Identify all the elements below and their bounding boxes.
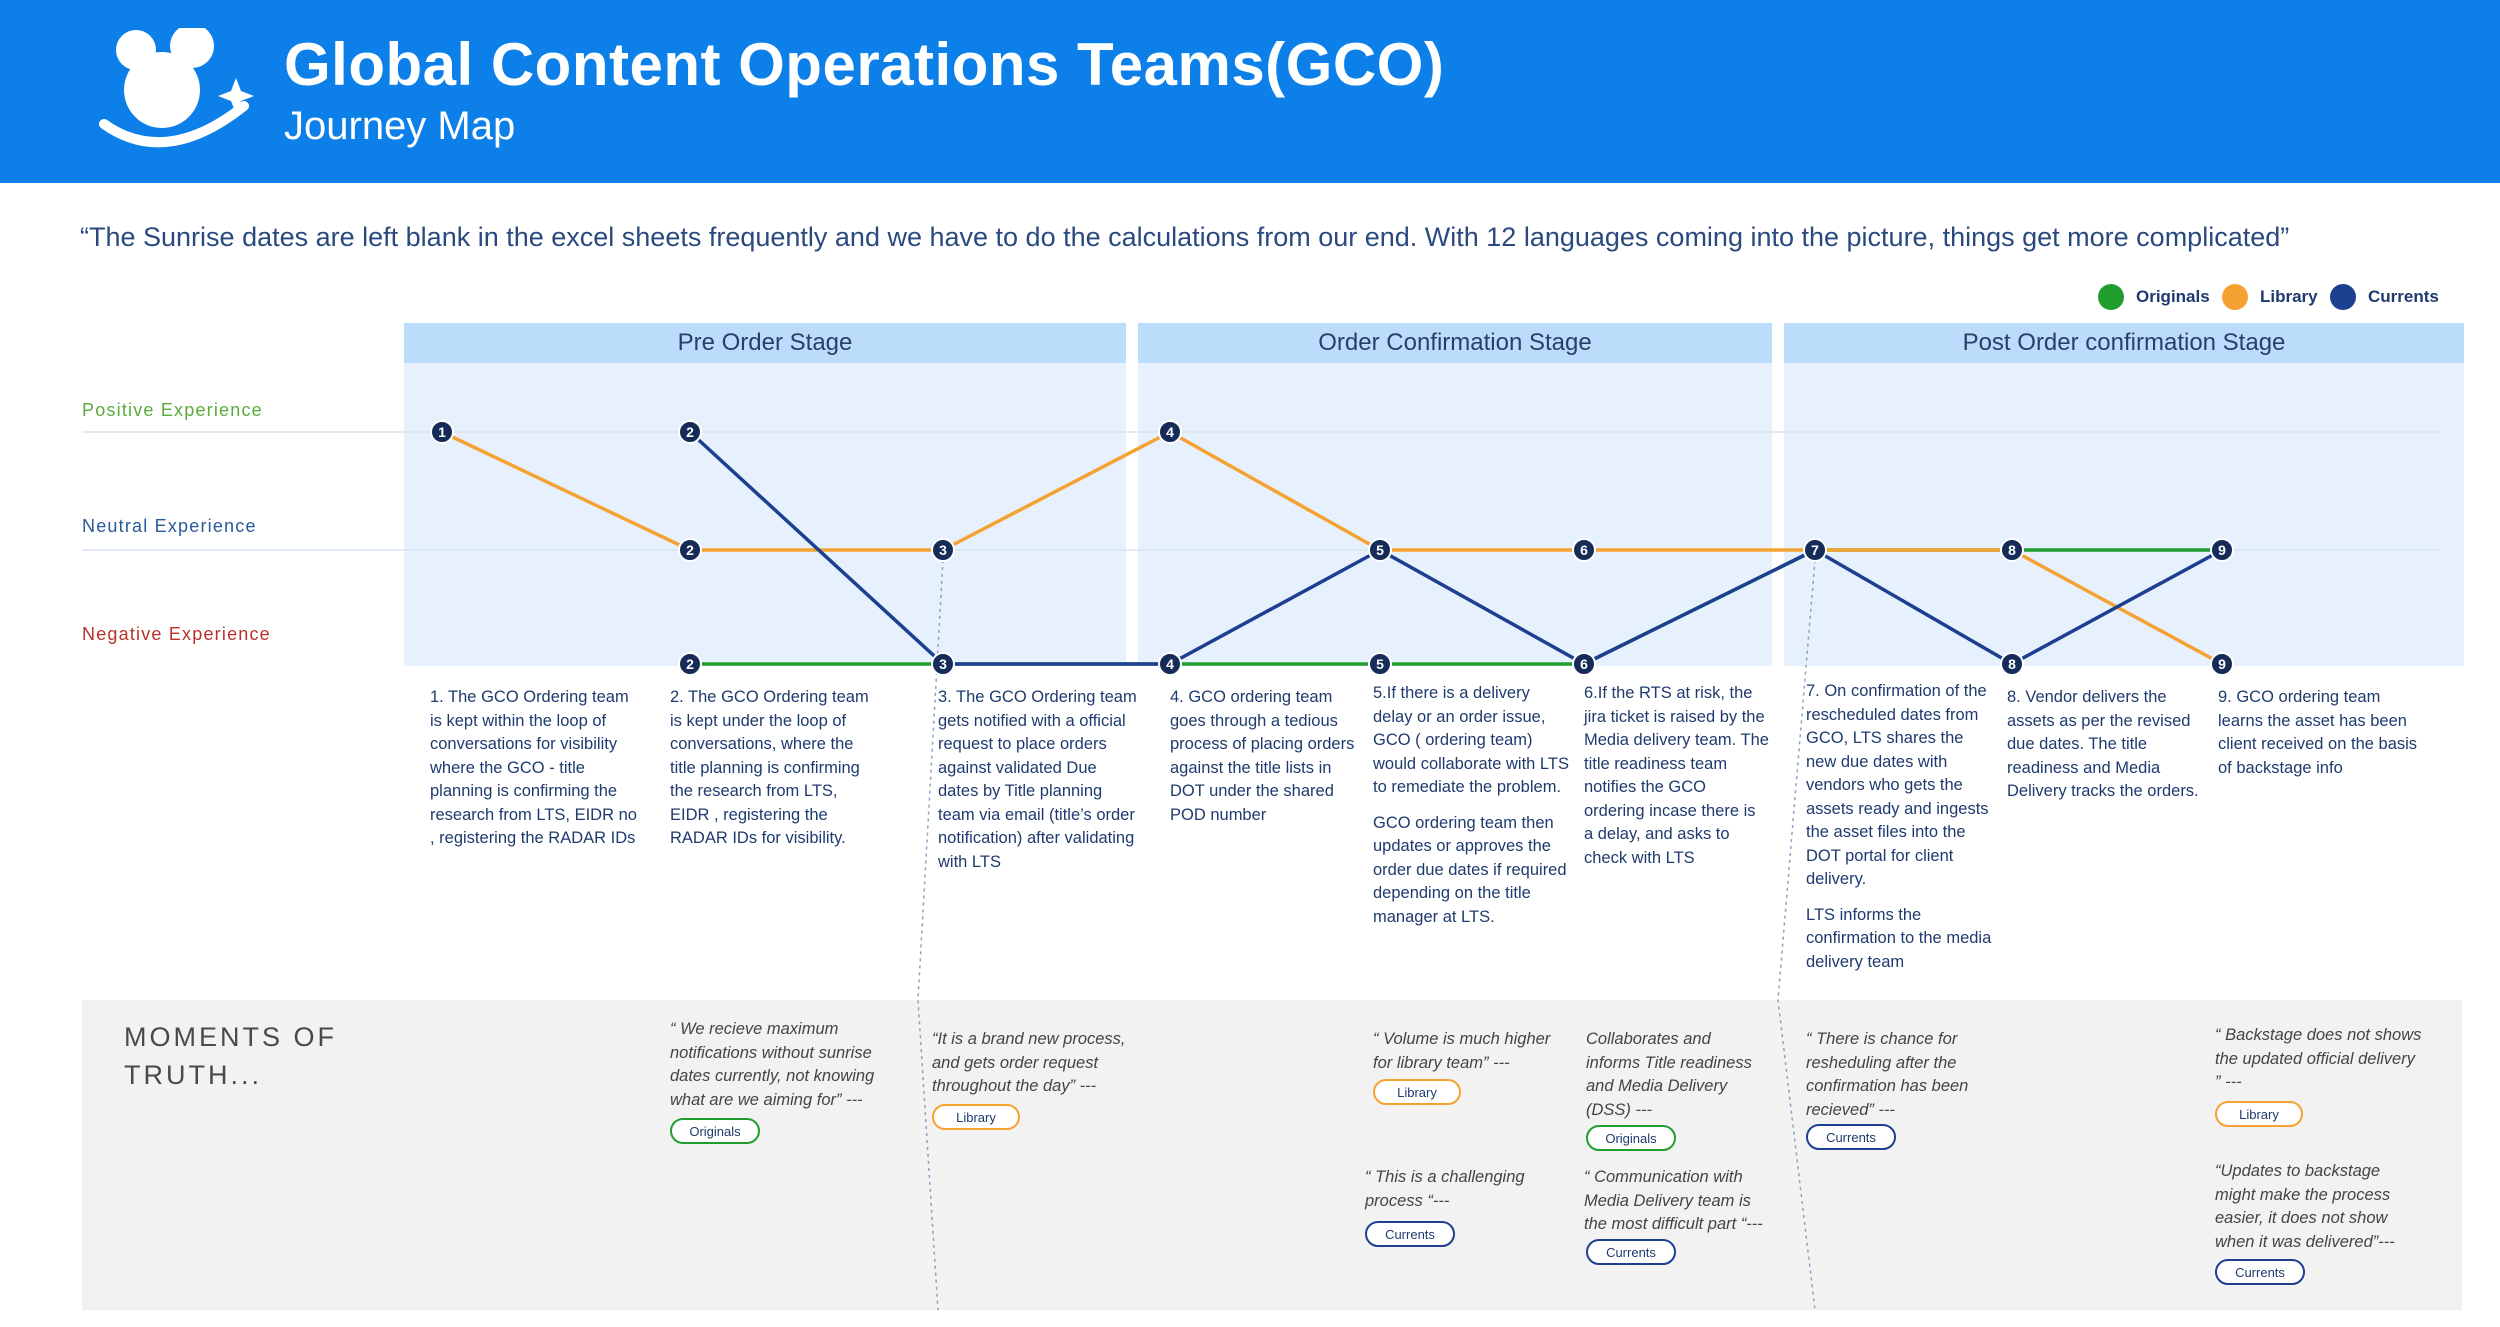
legend-item-library: Library — [2222, 284, 2318, 310]
step-marker-2 — [678, 652, 702, 676]
tag-library: Library — [932, 1104, 1020, 1130]
step-description-8: 8. Vendor delivers the assets as per the… — [2007, 688, 2199, 800]
step-marker-label-1: 1 — [438, 424, 446, 440]
step-description-3: 3. The GCO Ordering team gets notified w… — [938, 688, 1137, 871]
step-marker-label-5: 5 — [1376, 656, 1384, 672]
step-marker-label-4: 4 — [1166, 656, 1174, 672]
tag-originals: Originals — [670, 1118, 760, 1144]
step-description-6: 6.If the RTS at risk, the jira ticket is… — [1584, 684, 1769, 867]
step-marker-3 — [931, 652, 955, 676]
moments-of-truth-title: MOMENTS OF TRUTH... — [124, 1022, 337, 1090]
step-marker-label-6: 6 — [1580, 656, 1588, 672]
legend-label-originals: Originals — [2136, 287, 2210, 306]
positive-experience-label: Positive Experience — [82, 400, 263, 420]
neutral-experience-label: Neutral Experience — [82, 516, 257, 536]
moment-quote-8: “ Backstage does not shows the updated o… — [2215, 1026, 2422, 1091]
moment-quote-4: “ This is a challenging process “--- — [1365, 1168, 1525, 1210]
step-marker-5 — [1368, 538, 1392, 562]
tag-currents: Currents — [1806, 1124, 1896, 1150]
step-marker-label-9: 9 — [2218, 542, 2226, 558]
user-quote: “The Sunrise dates are left blank in the… — [80, 222, 2290, 252]
tag-originals: Originals — [1586, 1125, 1676, 1151]
legend-label-library: Library — [2260, 287, 2318, 306]
step-marker-label-3: 3 — [939, 542, 947, 558]
step-marker-4 — [1158, 652, 1182, 676]
step-description-4: 4. GCO ordering team goes through a tedi… — [1170, 688, 1355, 824]
step-marker-6 — [1572, 652, 1596, 676]
header-banner: Global Content Operations Teams(GCO) Jou… — [0, 0, 2500, 183]
tag-library: Library — [2215, 1101, 2303, 1127]
step-marker-5 — [1368, 652, 1392, 676]
step-marker-6 — [1572, 538, 1596, 562]
step-marker-label-2: 2 — [686, 656, 694, 672]
negative-experience-label: Negative Experience — [82, 624, 271, 644]
step-marker-7 — [1803, 538, 1827, 562]
step-marker-9 — [2210, 538, 2234, 562]
step-marker-label-9: 9 — [2218, 656, 2226, 672]
step-marker-label-2: 2 — [686, 542, 694, 558]
legend-item-currents: Currents — [2330, 284, 2439, 310]
moment-quote-2: “It is a brand new process, and gets ord… — [932, 1030, 1126, 1095]
step-marker-2 — [678, 538, 702, 562]
step-marker-label-8: 8 — [2008, 542, 2016, 558]
stage-header-order-confirmation: Order Confirmation Stage — [1138, 323, 1772, 363]
page-title: Global Content Operations Teams(GCO) — [284, 31, 1445, 98]
stage-area-order-confirmation — [1138, 323, 1772, 666]
step-marker-label-5: 5 — [1376, 542, 1384, 558]
stage-area-pre-order — [404, 323, 1126, 666]
step-marker-label-7: 7 — [1811, 542, 1819, 558]
legend-label-currents: Currents — [2368, 287, 2439, 306]
step-description-2: 2. The GCO Ordering team is kept under t… — [670, 688, 869, 847]
stage-header-pre-order: Pre Order Stage — [404, 323, 1126, 363]
tag-currents: Currents — [2215, 1259, 2305, 1285]
tag-library: Library — [1373, 1079, 1461, 1105]
step-marker-8 — [2000, 538, 2024, 562]
step-marker-label-3: 3 — [939, 656, 947, 672]
legend-swatch-currents — [2330, 284, 2356, 310]
step-description-9: 9. GCO ordering team learns the asset ha… — [2218, 688, 2418, 777]
legend-item-originals: Originals — [2098, 284, 2210, 310]
legend-swatch-library — [2222, 284, 2248, 310]
mickey-head-star-logo-icon — [99, 28, 254, 148]
legend-swatch-originals — [2098, 284, 2124, 310]
step-description-5: 5.If there is a delivery delay or an ord… — [1373, 684, 1569, 926]
moment-quote-5: Collaborates and informs Title readiness… — [1586, 1030, 1752, 1119]
step-7-connector — [1777, 559, 1816, 1311]
tag-currents: Currents — [1365, 1221, 1455, 1247]
step-marker-3 — [931, 538, 955, 562]
step-marker-label-4: 4 — [1166, 424, 1174, 440]
moment-quote-7: “ There is chance for resheduling after … — [1806, 1030, 1969, 1119]
tag-currents: Currents — [1586, 1239, 1676, 1265]
step-description-7: 7. On confirmation of the rescheduled da… — [1806, 682, 1992, 971]
moment-quote-9: “Updates to backstage might make the pro… — [2215, 1162, 2395, 1251]
step-marker-label-6: 6 — [1580, 542, 1588, 558]
step-marker-4 — [1158, 420, 1182, 444]
step-marker-label-8: 8 — [2008, 656, 2016, 672]
step-marker-9 — [2210, 652, 2234, 676]
step-marker-1 — [430, 420, 454, 444]
step-description-1: 1. The GCO Ordering team is kept within … — [430, 688, 637, 847]
moment-quote-3: “ Volume is much higher for library team… — [1373, 1030, 1551, 1072]
moment-quote-1: “ We recieve maximum notifications witho… — [670, 1020, 875, 1109]
step-marker-2 — [678, 420, 702, 444]
moment-quote-6: “ Communication with Media Delivery team… — [1584, 1168, 1763, 1233]
series-line-originals — [690, 548, 2222, 666]
step-marker-8 — [2000, 652, 2024, 676]
page-subtitle: Journey Map — [284, 104, 516, 148]
step-marker-label-2: 2 — [686, 424, 694, 440]
moments-of-truth-panel — [82, 1000, 2462, 1310]
stage-header-post-order: Post Order confirmation Stage — [1784, 323, 2464, 363]
series-line-currents — [688, 430, 2223, 666]
